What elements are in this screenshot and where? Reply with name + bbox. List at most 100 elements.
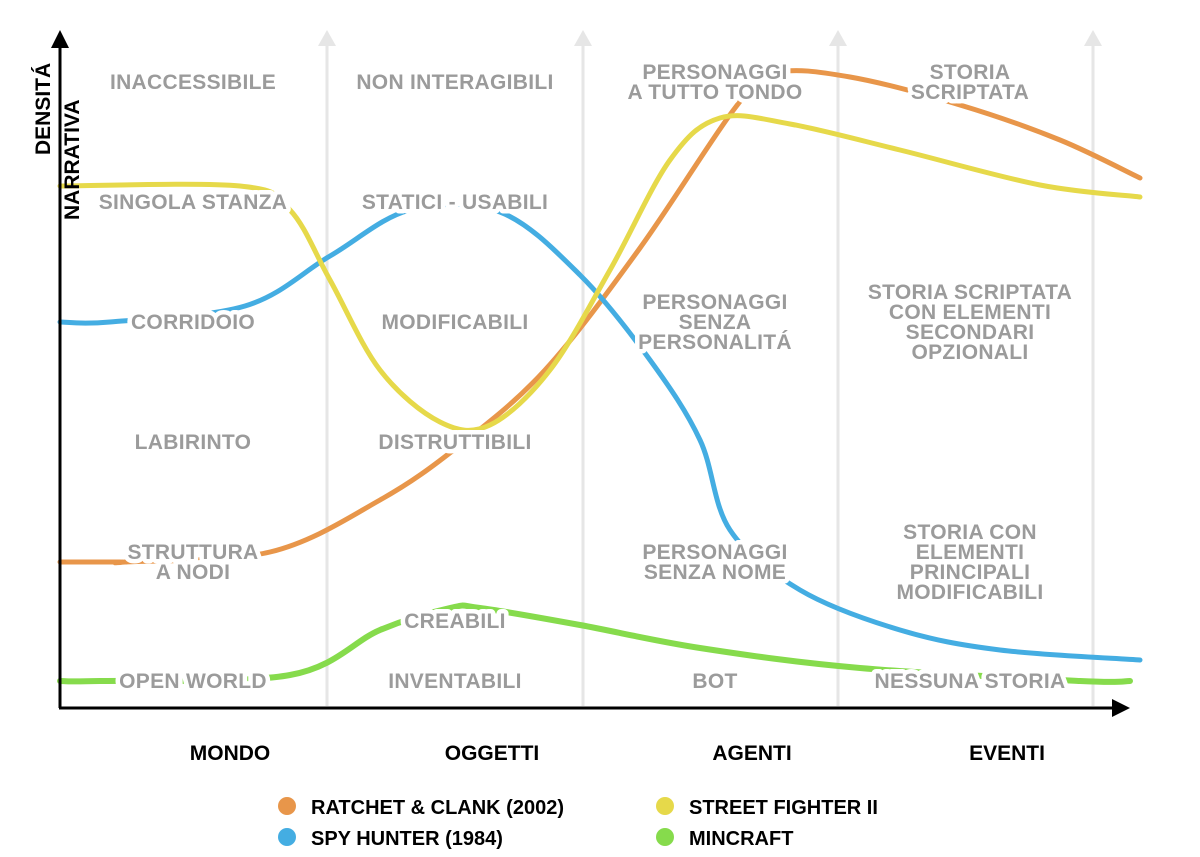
cell-label-halo: STATICI - USABILI xyxy=(362,191,548,214)
y-axis-title-line-2: NARRATIVA xyxy=(61,99,84,220)
cell-label-halo: CON ELEMENTI xyxy=(889,301,1051,324)
cell-label-text: PERSONAGGI xyxy=(642,541,787,564)
cell-label-text: SENZA NOME xyxy=(644,561,786,584)
column-label-agenti: AGENTI xyxy=(712,742,791,765)
legend-swatch-street-fighter-ii xyxy=(656,797,674,815)
cell-label-eventi-4: STORIA CONELEMENTIPRINCIPALIMODIFICABILI… xyxy=(892,517,1048,609)
cell-label-text: SINGOLA STANZA xyxy=(99,191,288,214)
cell-label-text: STORIA SCRIPTATA xyxy=(868,281,1072,304)
cell-label-halo: SINGOLA STANZA xyxy=(99,191,288,214)
cell-label-halo: SCRIPTATA xyxy=(911,81,1029,104)
cell-label-text: SENZA xyxy=(679,311,752,334)
cell-label-halo: NON INTERAGIBILI xyxy=(356,71,553,94)
cell-label-text: INVENTABILI xyxy=(388,670,522,693)
cell-label-halo: DISTRUTTIBILI xyxy=(378,431,531,454)
column-label-oggetti: OGGETTI xyxy=(445,742,540,765)
column-divider-arrowhead xyxy=(574,30,592,46)
cell-label-text: ELEMENTI xyxy=(916,541,1025,564)
cell-label-halo: ELEMENTI xyxy=(916,541,1025,564)
cell-label-halo: STORIA CON xyxy=(903,521,1037,544)
cell-label-halo: CORRIDOIO xyxy=(131,311,255,334)
cell-label-text: PRINCIPALI xyxy=(910,561,1030,584)
cell-label-text: OPZIONALI xyxy=(911,341,1028,364)
cell-label-halo: OPEN WORLD xyxy=(119,670,267,693)
cell-label-text: SECONDARI xyxy=(906,321,1035,344)
cell-label-text: MODIFICABILI xyxy=(381,311,528,334)
cell-label-text: PERSONAGGI xyxy=(642,291,787,314)
cell-label-halo: OPZIONALI xyxy=(911,341,1028,364)
axes xyxy=(51,30,1130,717)
series-line-ratchet-clank-2002 xyxy=(57,68,1143,566)
cell-label-text: NESSUNA STORIA xyxy=(875,670,1066,693)
cell-label-halo: SECONDARI xyxy=(906,321,1035,344)
cell-label-text: OPEN WORLD xyxy=(119,670,267,693)
column-labels: MONDO OGGETTI AGENTI EVENTI xyxy=(190,742,1045,765)
legend-label-ratchet-clank-2002: RATCHET & CLANK (2002) xyxy=(311,797,564,819)
cell-label-halo: PERSONAGGI xyxy=(642,61,787,84)
cell-label-text: CON ELEMENTI xyxy=(889,301,1051,324)
cell-label-halo: STORIA SCRIPTATA xyxy=(868,281,1072,304)
cell-label-halo: A TUTTO TONDO xyxy=(627,81,802,104)
cell-label-halo: PERSONAGGI xyxy=(642,541,787,564)
cell-label-text: LABIRINTO xyxy=(135,431,252,454)
cell-label-text: BOT xyxy=(692,670,737,693)
cell-label-text: A TUTTO TONDO xyxy=(627,81,802,104)
legend-swatch-spy-hunter-1984 xyxy=(278,828,296,846)
cell-label-halo: STRUTTURA xyxy=(127,541,258,564)
legend-label-street-fighter-ii: STREET FIGHTER II xyxy=(689,797,878,819)
cell-label-text: A NODI xyxy=(156,561,231,584)
series-layer xyxy=(57,68,1143,685)
cell-label-halo: LABIRINTO xyxy=(135,431,252,454)
cell-label-text: CREABILI xyxy=(404,610,506,633)
cell-label-text: PERSONALITÁ xyxy=(638,331,792,354)
cell-label-text: STORIA xyxy=(930,61,1011,84)
cell-label-text: CORRIDOIO xyxy=(131,311,255,334)
cell-label-text: STORIA CON xyxy=(903,521,1037,544)
y-axis-title: DENSITÁ NARRATIVA xyxy=(32,63,84,220)
cell-label-halo: SENZA NOME xyxy=(644,561,786,584)
column-label-mondo: MONDO xyxy=(190,742,271,765)
cell-label-halo: BOT xyxy=(692,670,737,693)
cell-label-halo: INACCESSIBILE xyxy=(110,71,276,94)
legend-label-mincraft: MINCRAFT xyxy=(689,828,793,850)
cell-label-halo: PERSONALITÁ xyxy=(638,331,792,354)
series-line-spy-hunter-1984 xyxy=(57,201,1143,663)
column-label-eventi: EVENTI xyxy=(969,742,1045,765)
cell-label-halo: MODIFICABILI xyxy=(381,311,528,334)
cell-label-text: SCRIPTATA xyxy=(911,81,1029,104)
cell-label-text: STRUTTURA xyxy=(127,541,258,564)
column-divider-arrowhead xyxy=(829,30,847,46)
cell-label-text: STATICI - USABILI xyxy=(362,191,548,214)
y-axis-title-line-1: DENSITÁ xyxy=(32,63,55,155)
cell-label-halo: PERSONAGGI xyxy=(642,291,787,314)
cell-label-halo: STORIA xyxy=(930,61,1011,84)
cell-label-halo: INVENTABILI xyxy=(388,670,522,693)
column-divider-arrowhead xyxy=(1084,30,1102,46)
legend-swatch-ratchet-clank-2002 xyxy=(278,797,296,815)
cell-label-text: DISTRUTTIBILI xyxy=(378,431,531,454)
cell-label-halo: MODIFICABILI xyxy=(896,581,1043,604)
legend: RATCHET & CLANK (2002)SPY HUNTER (1984)S… xyxy=(278,797,878,850)
cell-label-halo: SENZA xyxy=(679,311,752,334)
cell-label-halo: A NODI xyxy=(156,561,231,584)
cell-label-text: MODIFICABILI xyxy=(896,581,1043,604)
